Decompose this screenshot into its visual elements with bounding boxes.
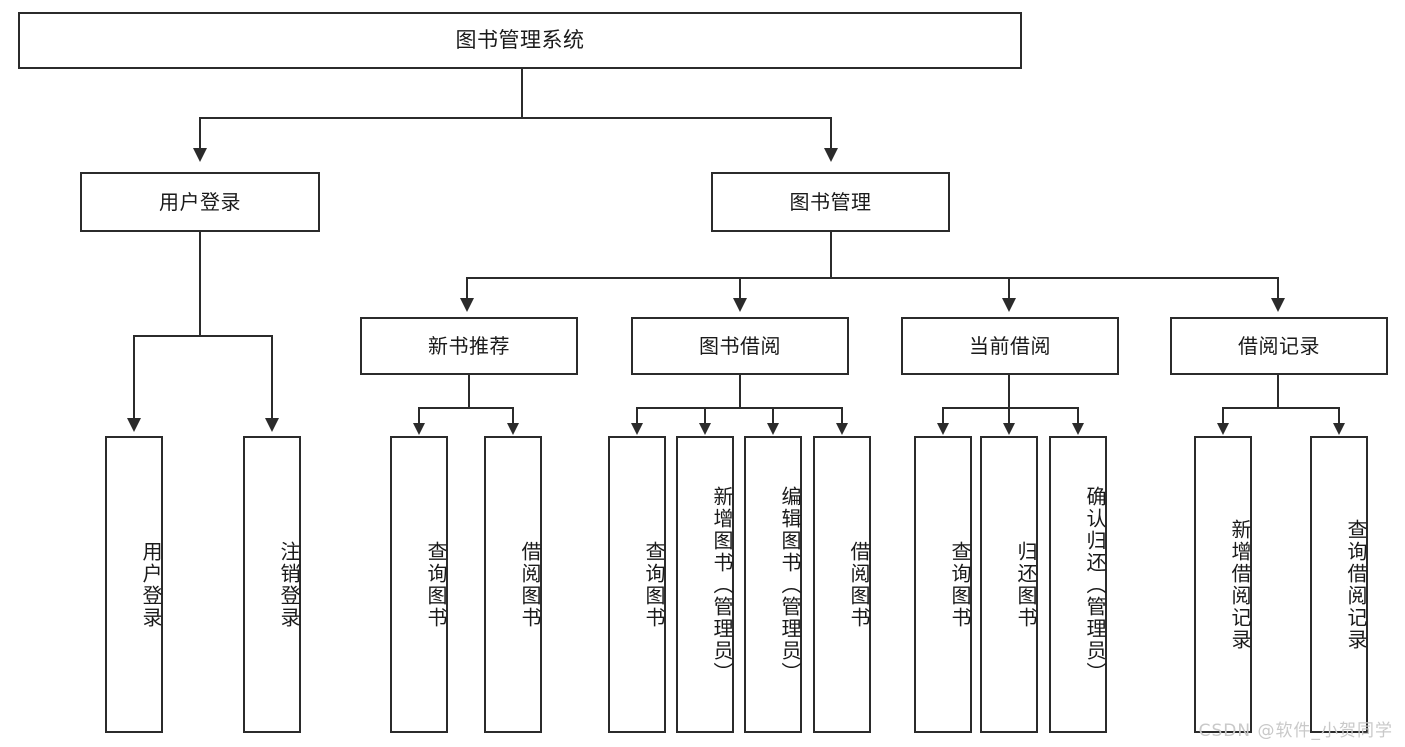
arrowhead-leaf-query-book-2	[631, 423, 643, 435]
connector-borrow-record-bus	[1222, 407, 1339, 409]
leaf-logout[interactable]: 注销登录	[243, 436, 301, 733]
arrowhead-leaf-borrow-book-2	[836, 423, 848, 435]
connector-new-book-recommend-bus	[418, 407, 513, 409]
connector-book-borrow-stem	[739, 375, 741, 408]
leaf-query-book-current[interactable]: 查询图书	[914, 436, 972, 733]
connector-drop-leaf-confirm-return	[1077, 407, 1079, 425]
connector-drop-user-login	[199, 117, 201, 151]
arrowhead-leaf-query-book-1	[413, 423, 425, 435]
arrowhead-current-borrow	[1002, 298, 1016, 312]
leaf-confirm-return-admin[interactable]: 确认归还（管理员）	[1049, 436, 1107, 733]
node-book-management[interactable]: 图书管理	[711, 172, 950, 232]
arrowhead-user-login	[193, 148, 207, 162]
connector-drop-leaf-query-book-2	[636, 407, 638, 425]
connector-new-book-recommend-stem	[468, 375, 470, 408]
connector-level2-bus	[199, 117, 831, 119]
node-book-borrow[interactable]: 图书借阅	[631, 317, 849, 375]
connector-drop-leaf-query-book-3	[942, 407, 944, 425]
arrowhead-new-book-recommend	[460, 298, 474, 312]
arrowhead-leaf-user-login	[127, 418, 141, 432]
connector-drop-leaf-add-book	[704, 407, 706, 425]
connector-borrow-record-stem	[1277, 375, 1279, 408]
leaf-query-book-new-book[interactable]: 查询图书	[390, 436, 448, 733]
arrowhead-leaf-query-book-3	[937, 423, 949, 435]
connector-drop-leaf-query-book-1	[418, 407, 420, 425]
connector-drop-leaf-add-borrow-record	[1222, 407, 1224, 425]
connector-drop-current-borrow	[1008, 277, 1010, 301]
connector-user-login-bus	[133, 335, 272, 337]
arrowhead-leaf-edit-book	[767, 423, 779, 435]
connector-drop-leaf-edit-book	[772, 407, 774, 425]
csdn-watermark: CSDN @软件_小贺同学	[1198, 721, 1393, 741]
node-current-borrow[interactable]: 当前借阅	[901, 317, 1119, 375]
arrowhead-leaf-add-borrow-record	[1217, 423, 1229, 435]
arrowhead-leaf-return-book	[1003, 423, 1015, 435]
leaf-user-login[interactable]: 用户登录	[105, 436, 163, 733]
connector-drop-leaf-return-book	[1008, 407, 1010, 425]
arrowhead-book-management	[824, 148, 838, 162]
node-new-book-recommend[interactable]: 新书推荐	[360, 317, 578, 375]
node-borrow-record[interactable]: 借阅记录	[1170, 317, 1388, 375]
connector-drop-leaf-borrow-book-2	[841, 407, 843, 425]
connector-drop-leaf-logout	[271, 335, 273, 420]
connector-book-borrow-bus	[636, 407, 843, 409]
connector-drop-book-management	[830, 117, 832, 151]
connector-drop-new-book-recommend	[466, 277, 468, 301]
connector-drop-leaf-borrow-book-1	[512, 407, 514, 425]
arrowhead-leaf-borrow-book-1	[507, 423, 519, 435]
leaf-return-book[interactable]: 归还图书	[980, 436, 1038, 733]
arrowhead-borrow-record	[1271, 298, 1285, 312]
arrowhead-leaf-query-borrow-record	[1333, 423, 1345, 435]
connector-drop-borrow-record	[1277, 277, 1279, 301]
connector-drop-leaf-query-borrow-record	[1338, 407, 1340, 425]
node-user-login[interactable]: 用户登录	[80, 172, 320, 232]
leaf-query-borrow-record[interactable]: 查询借阅记录	[1310, 436, 1368, 733]
connector-level3-bus	[466, 277, 1278, 279]
connector-current-borrow-bus	[942, 407, 1078, 409]
node-root-library-management-system[interactable]: 图书管理系统	[18, 12, 1022, 69]
leaf-borrow-book-new-book[interactable]: 借阅图书	[484, 436, 542, 733]
leaf-edit-book-admin[interactable]: 编辑图书（管理员）	[744, 436, 802, 733]
connector-current-borrow-stem	[1008, 375, 1010, 408]
connector-user-login-stem	[199, 232, 201, 336]
arrowhead-book-borrow	[733, 298, 747, 312]
leaf-add-borrow-record[interactable]: 新增借阅记录	[1194, 436, 1252, 733]
leaf-query-book-borrow[interactable]: 查询图书	[608, 436, 666, 733]
arrowhead-leaf-add-book	[699, 423, 711, 435]
connector-book-management-stem	[830, 232, 832, 278]
arrowhead-leaf-logout	[265, 418, 279, 432]
connector-root-stem	[521, 69, 523, 118]
leaf-borrow-book-borrow[interactable]: 借阅图书	[813, 436, 871, 733]
arrowhead-leaf-confirm-return	[1072, 423, 1084, 435]
connector-drop-book-borrow	[739, 277, 741, 301]
leaf-add-book-admin[interactable]: 新增图书（管理员）	[676, 436, 734, 733]
connector-drop-leaf-user-login	[133, 335, 135, 420]
